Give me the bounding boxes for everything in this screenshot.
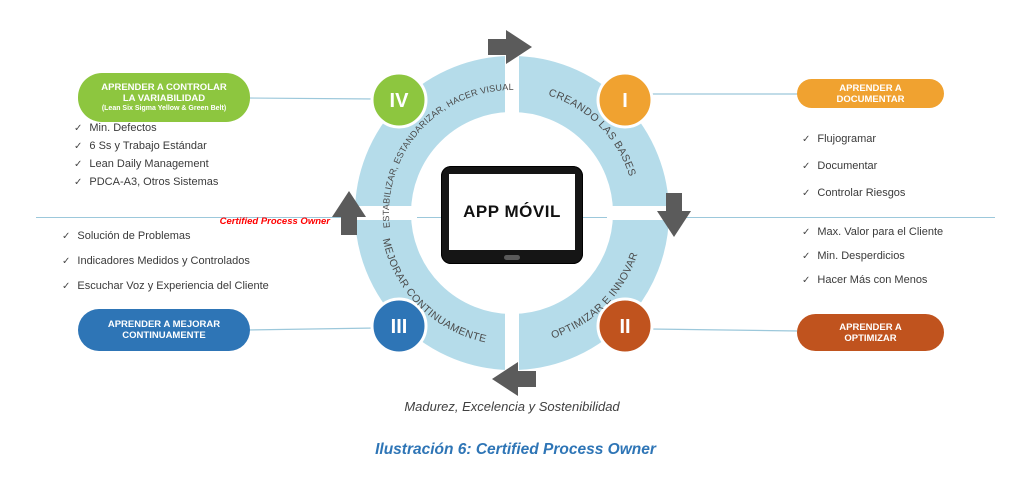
- checklist-item: ✓ Documentar: [802, 160, 905, 173]
- check-icon: ✓: [62, 231, 71, 242]
- pill-label: APRENDER A MEJORAR CONTINUAMENTE: [107, 319, 221, 341]
- connector-top-left: [245, 97, 377, 100]
- checklist-item: ✓ Controlar Riesgos: [802, 187, 905, 200]
- checklist-item: ✓ Min. Desperdicios: [802, 250, 943, 263]
- checklist-item: ✓ 6 Ss y Trabajo Estándar: [74, 140, 218, 153]
- phase-numeral-iv: IV: [390, 90, 410, 112]
- pill-aprender-documentar: APRENDER A DOCUMENTAR: [797, 79, 944, 108]
- checklist-item: ✓ Escuchar Voz y Experiencia del Cliente: [62, 280, 269, 293]
- phase-circle-iii: [370, 297, 428, 355]
- check-icon: ✓: [802, 134, 811, 145]
- check-icon: ✓: [802, 227, 811, 238]
- certified-process-owner-note: Certified Process Owner: [219, 216, 330, 227]
- checklist-mejora: ✓ Solución de Problemas ✓ Indicadores Medi…: [62, 230, 269, 305]
- pill-label: APRENDER A DOCUMENTAR: [836, 82, 905, 105]
- checklist-item-text: Controlar Riesgos: [817, 187, 906, 199]
- checklist-item-text: 6 Ss y Trabajo Estándar: [89, 140, 207, 152]
- checklist-item: ✓ Solución de Problemas: [62, 230, 269, 243]
- arrow-left-icon: [332, 191, 366, 235]
- pill-aprender-controlar-variabilidad: APRENDER A CONTROLAR LA VARIABILIDAD (Le…: [78, 73, 250, 122]
- checklist-item-text: Max. Valor para el Cliente: [817, 226, 944, 238]
- checklist-item: ✓ Hacer Más con Menos: [802, 274, 943, 287]
- pill-sublabel: (Lean Six Sigma Yellow & Green Belt): [101, 105, 227, 112]
- checklist-documentar: ✓ Flujogramar ✓ Documentar ✓ Controlar Ries…: [802, 133, 905, 214]
- checklist-item-text: Documentar: [817, 160, 878, 172]
- check-icon: ✓: [62, 281, 71, 292]
- pill-aprender-optimizar: APRENDER A OPTIMIZAR: [797, 314, 944, 351]
- phase-numeral-iii: III: [391, 316, 408, 338]
- checklist-item: ✓ Max. Valor para el Cliente: [802, 226, 943, 239]
- check-icon: ✓: [74, 177, 83, 188]
- checklist-optimizar: ✓ Max. Valor para el Cliente ✓ Min. Desper…: [802, 226, 943, 298]
- tablet-home-button: [504, 255, 520, 260]
- phase-circle-iv: [370, 71, 428, 129]
- checklist-item-text: Min. Desperdicios: [817, 250, 905, 262]
- check-icon: ✓: [62, 256, 71, 267]
- check-icon: ✓: [802, 251, 811, 262]
- center-label: APP MÓVIL: [463, 202, 561, 221]
- checklist-item-text: Indicadores Medidos y Controlados: [77, 255, 250, 267]
- pill-aprender-mejorar-continuamente: APRENDER A MEJORAR CONTINUAMENTE: [78, 309, 250, 351]
- checklist-item-text: Flujogramar: [817, 133, 877, 145]
- pill-label: APRENDER A CONTROLAR LA VARIABILIDAD: [101, 82, 227, 104]
- checklist-item-text: Solución de Problemas: [77, 230, 191, 242]
- checklist-item: ✓ Indicadores Medidos y Controlados: [62, 255, 269, 268]
- phase-numeral-ii: II: [619, 316, 630, 338]
- check-icon: ✓: [802, 188, 811, 199]
- checklist-item-text: Lean Daily Management: [89, 158, 209, 170]
- checklist-item: ✓ Min. Defectos: [74, 122, 218, 135]
- check-icon: ✓: [74, 123, 83, 134]
- arrow-top-icon: [488, 30, 532, 64]
- figure-caption: Ilustración 6: Certified Process Owner: [375, 441, 656, 458]
- checklist-item-text: Hacer Más con Menos: [817, 274, 928, 286]
- checklist-item-text: Escuchar Voz y Experiencia del Cliente: [77, 280, 269, 292]
- arrow-right-icon: [657, 193, 691, 237]
- bottom-tagline: Madurez, Excelencia y Sostenibilidad: [404, 399, 620, 414]
- checklist-item-text: PDCA-A3, Otros Sistemas: [89, 176, 219, 188]
- pill-label: APRENDER A OPTIMIZAR: [839, 321, 902, 344]
- checklist-item: ✓ PDCA-A3, Otros Sistemas: [74, 176, 218, 189]
- check-icon: ✓: [74, 159, 83, 170]
- phase-numeral-i: I: [622, 90, 628, 112]
- checklist-item-text: Min. Defectos: [89, 122, 157, 134]
- connector-bottom-right: [649, 328, 800, 332]
- connector-bottom-left: [245, 327, 377, 331]
- checklist-item: ✓ Lean Daily Management: [74, 158, 218, 171]
- phase-circle-ii: [596, 297, 654, 355]
- checklist-item: ✓ Flujogramar: [802, 133, 905, 146]
- tablet-screen: APP MÓVIL: [449, 174, 575, 250]
- check-icon: ✓: [74, 141, 83, 152]
- tablet-device: APP MÓVIL: [441, 166, 583, 264]
- phase-circle-i: [596, 71, 654, 129]
- check-icon: ✓: [802, 161, 811, 172]
- checklist-variabilidad: ✓Min. Defectos ✓6 Ss y Trabajo Estándar …: [74, 122, 218, 194]
- check-icon: ✓: [802, 275, 811, 286]
- arrow-bottom-icon: [492, 362, 536, 396]
